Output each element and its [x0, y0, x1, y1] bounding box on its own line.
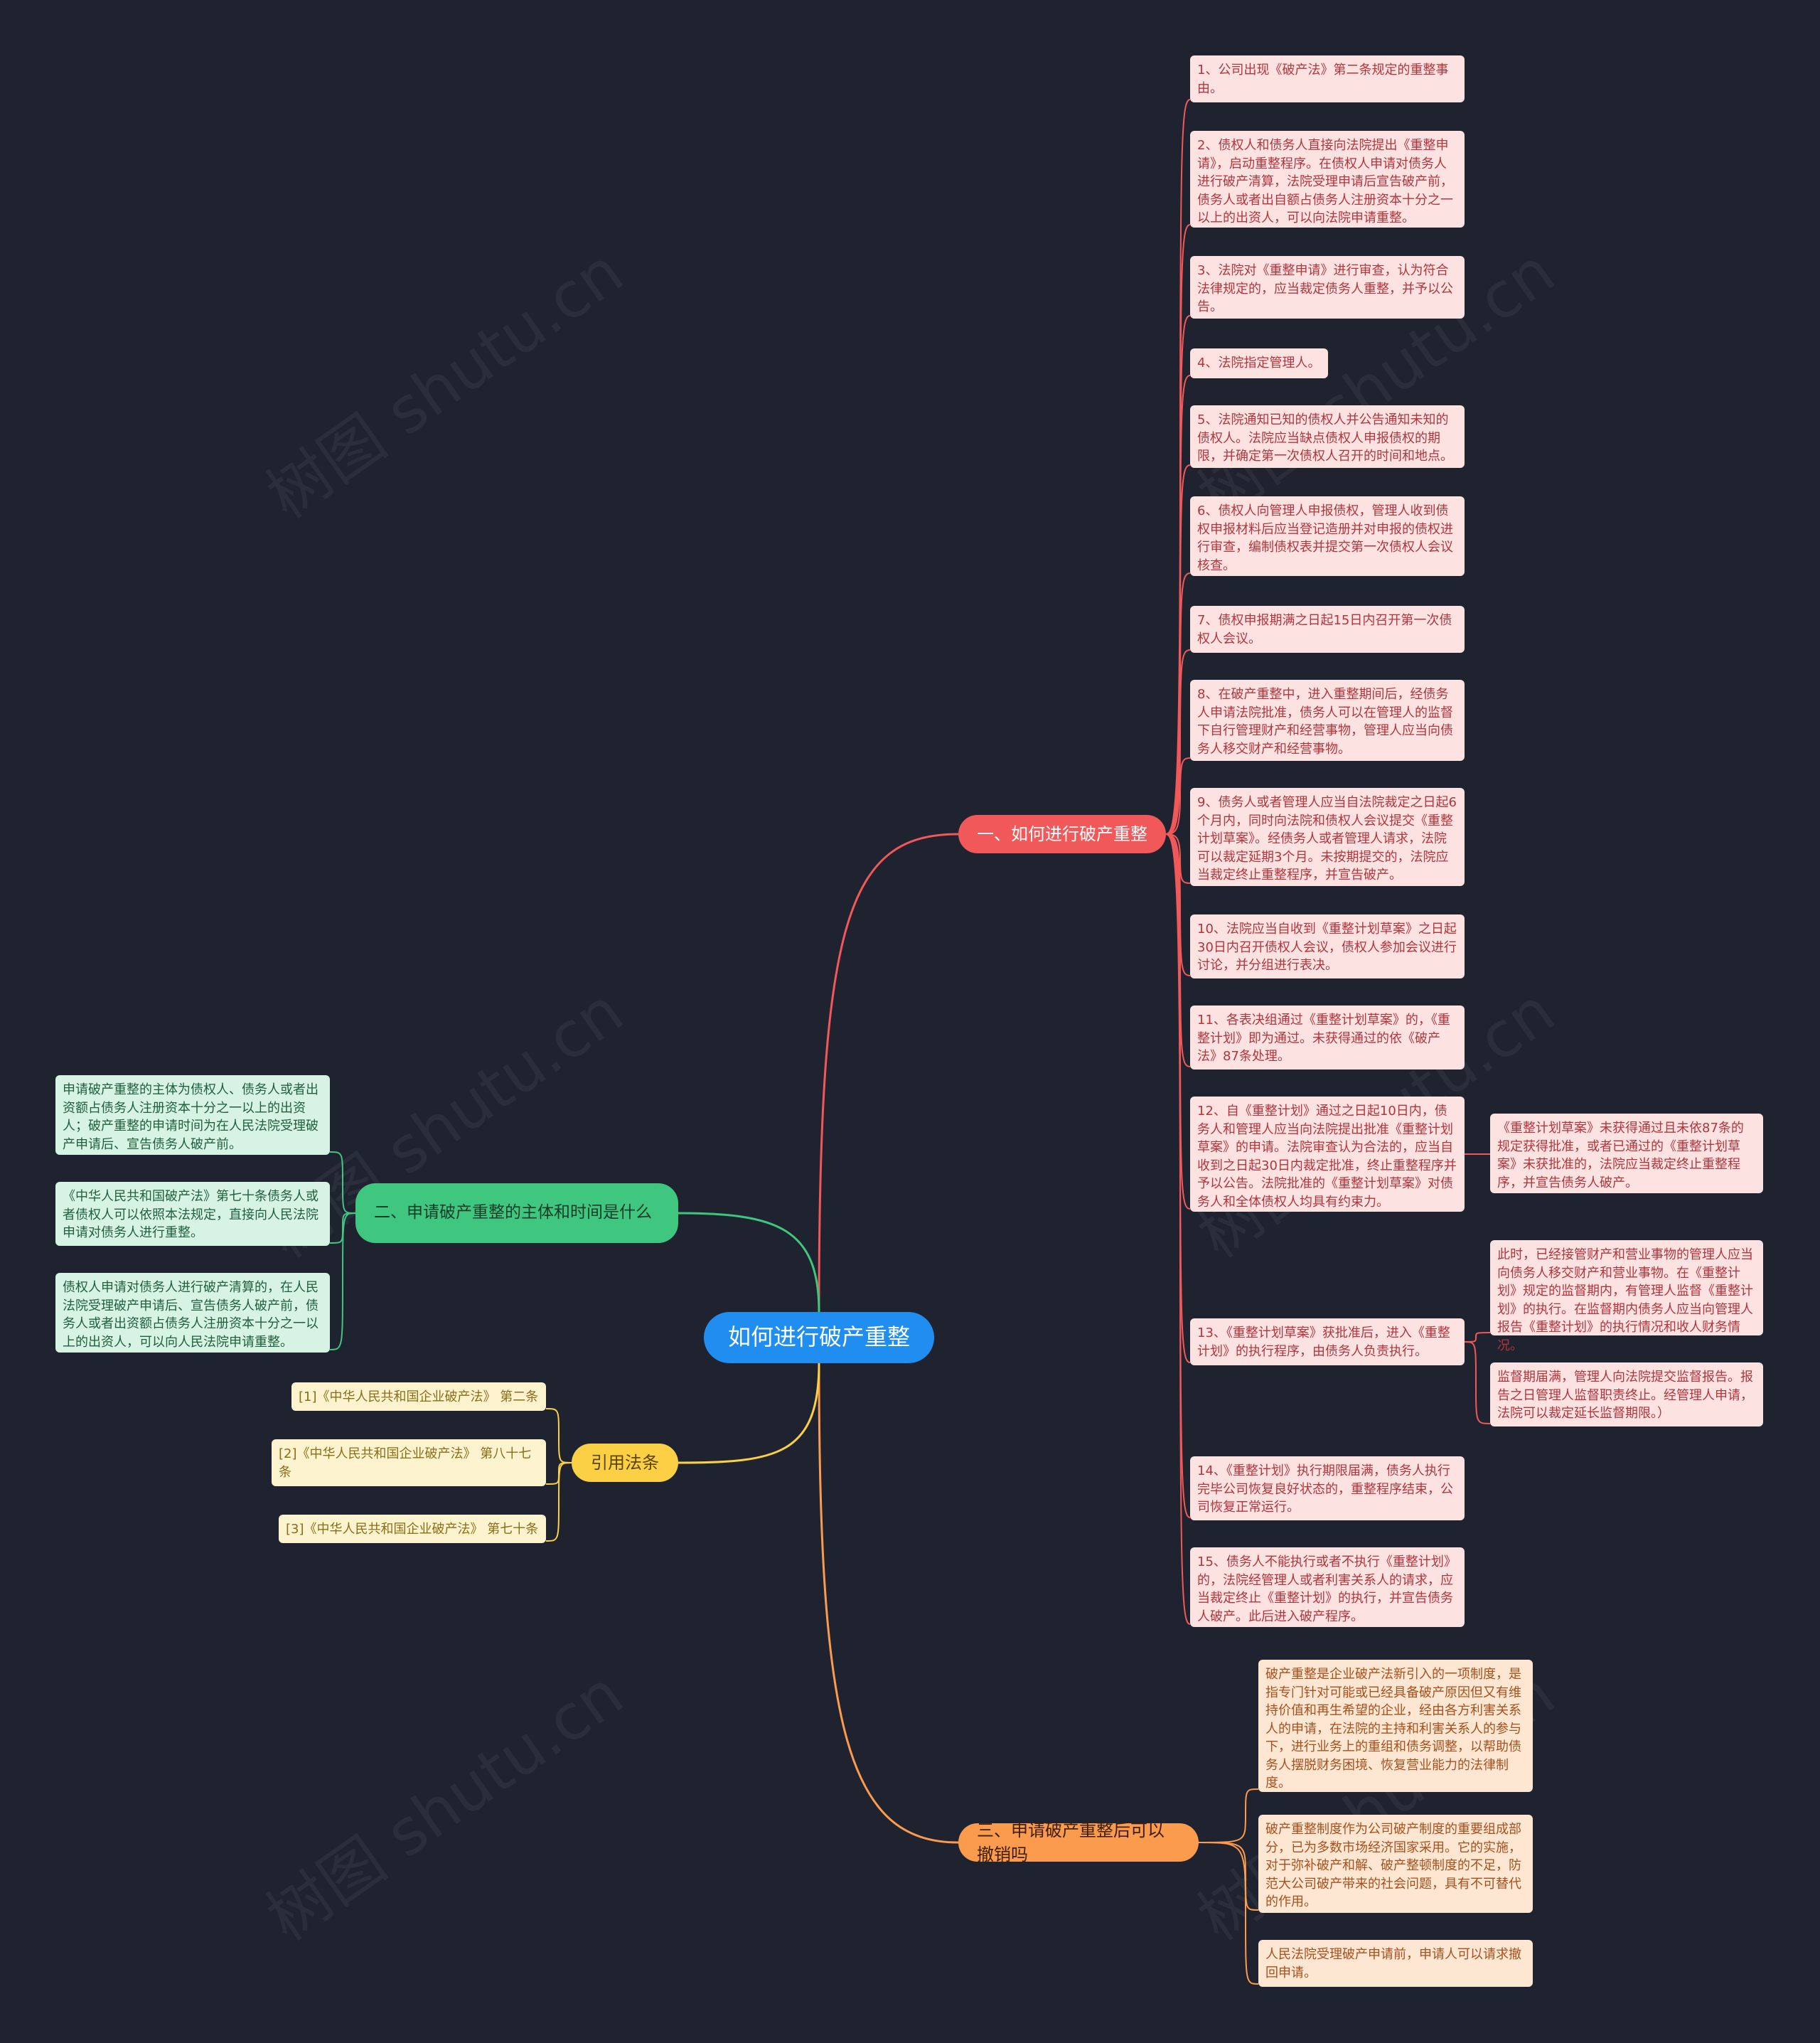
link-branch1-step-7	[1165, 649, 1191, 835]
step-13-detail-supervision[interactable]: 此时，已经接管财产和营业事物的管理人应当向债务人移交财产和营业事物。在《重整计划…	[1490, 1240, 1763, 1353]
link-creditor-application-note	[329, 1212, 356, 1350]
step-13[interactable]: 13、《重整计划草案》获批准后，进入《重整计划》的执行程序，由债务人负责执行。	[1190, 1318, 1465, 1365]
link-withdraw-answer	[1198, 1842, 1259, 1985]
link-step-13-detail-report	[1464, 1341, 1491, 1424]
step-14[interactable]: 14、《重整计划》执行期限届满，债务人执行完毕公司恢复良好状态的，重整程序结束，…	[1190, 1456, 1465, 1520]
step-15[interactable]: 15、债务人不能执行或者不执行《重整计划》的，法院经管理人或者利害关系人的请求，…	[1190, 1547, 1465, 1627]
step-4[interactable]: 4、法院指定管理人。	[1190, 348, 1328, 378]
link-branch1-step-4	[1165, 375, 1191, 835]
cited-law-1[interactable]: [1]《中华人民共和国企业破产法》 第二条	[291, 1382, 546, 1411]
branch-node-cited-laws[interactable]: 引用法条	[572, 1444, 678, 1482]
link-branch1-step-9	[1165, 833, 1191, 884]
link-branch1-step-8	[1165, 757, 1191, 835]
link-root-branch4	[818, 1362, 959, 1844]
cited-law-2[interactable]: [2]《中华人民共和国企业破产法》 第八十七条	[272, 1439, 546, 1486]
step-12[interactable]: 12、自《重整计划》通过之日起10日内，债务人和管理人应当向法院提出批准《重整计…	[1190, 1097, 1465, 1212]
step-5[interactable]: 5、法院通知已知的债权人并公告通知未知的债权人。法院应当缺点债权人申报债权的期限…	[1190, 405, 1465, 468]
link-branch1-step-5	[1165, 464, 1191, 835]
cited-law-3[interactable]: [3]《中华人民共和国企业破产法》 第七十条	[279, 1515, 546, 1543]
branch-node-subject-and-time[interactable]: 二、申请破产重整的主体和时间是什么	[355, 1183, 678, 1243]
step-1[interactable]: 1、公司出现《破产法》第二条规定的重整事由。	[1190, 55, 1465, 102]
step-13-detail-report[interactable]: 监督期届满，管理人向法院提交监督报告。报告之日管理人监督职责终止。经管理人申请，…	[1490, 1362, 1763, 1426]
creditor-application-note[interactable]: 债权人申请对债务人进行破产清算的，在人民法院受理破产申请后、宣告债务人破产前，债…	[55, 1273, 330, 1353]
link-root-branch1	[818, 833, 959, 1313]
link-cited-law-1	[545, 1408, 572, 1463]
withdraw-answer[interactable]: 人民法院受理破产申请前，申请人可以请求撤回申请。	[1258, 1940, 1533, 1987]
branch-node-how-to-reorganize[interactable]: 一、如何进行破产重整	[958, 815, 1166, 853]
branch-node-can-withdraw[interactable]: 三、申请破产重整后可以撤销吗	[958, 1820, 1199, 1865]
link-subject-time-answer	[329, 1151, 356, 1214]
reorganization-definition[interactable]: 破产重整是企业破产法新引入的一项制度，是指专门针对可能或已经具备破产原因但又有维…	[1258, 1660, 1533, 1792]
step-3[interactable]: 3、法院对《重整申请》进行审查，认为符合法律规定的，应当裁定债务人重整，并予以公…	[1190, 256, 1465, 319]
step-6[interactable]: 6、债权人向管理人申报债权，管理人收到债权申报材料后应当登记造册并对申报的债权进…	[1190, 496, 1465, 576]
subject-time-answer[interactable]: 申请破产重整的主体为债权人、债务人或者出资额占债务人注册资本十分之一以上的出资人…	[55, 1075, 330, 1155]
step-11[interactable]: 11、各表决组通过《重整计划草案》的，《重整计划》即为通过。未获得通过的依《破产…	[1190, 1006, 1465, 1069]
step-10[interactable]: 10、法院应当自收到《重整计划草案》之日起30日内召开债权人会议，债权人参加会议…	[1190, 914, 1465, 978]
link-reorganization-importance	[1198, 1842, 1259, 1911]
step-7[interactable]: 7、债权申报期满之日起15日内召开第一次债权人会议。	[1190, 606, 1465, 653]
link-root-branch2	[678, 1212, 820, 1313]
step-9[interactable]: 9、债务人或者管理人应当自法院裁定之日起6个月内，同时向法院和债权人会议提交《重…	[1190, 788, 1465, 886]
step-8[interactable]: 8、在破产重整中，进入重整期间后，经债务人申请法院批准，债务人可以在管理人的监督…	[1190, 680, 1465, 761]
step-12-detail[interactable]: 《重整计划草案》未获得通过且未依87条的规定获得批准，或者已通过的《重整计划草案…	[1490, 1114, 1763, 1193]
root-node[interactable]: 如何进行破产重整	[704, 1312, 934, 1363]
link-branch1-step-15	[1165, 833, 1191, 1625]
law-article-70-quote[interactable]: 《中华人民共和国破产法》第七十条债务人或者债权人可以依照本法规定，直接向人民法院…	[55, 1182, 330, 1246]
link-law-article-70-quote	[329, 1212, 356, 1244]
reorganization-importance[interactable]: 破产重整制度作为公司破产制度的重要组成部分，已为多数市场经济国家采用。它的实施，…	[1258, 1815, 1533, 1913]
link-cited-law-3	[545, 1462, 572, 1542]
link-reorganization-definition	[1198, 1788, 1259, 1843]
link-root-branch3	[678, 1362, 820, 1464]
link-step-13-detail-supervision	[1464, 1332, 1491, 1343]
step-2[interactable]: 2、债权人和债务人直接向法院提出《重整申请》，启动重整程序。在债权人申请对债务人…	[1190, 131, 1465, 228]
